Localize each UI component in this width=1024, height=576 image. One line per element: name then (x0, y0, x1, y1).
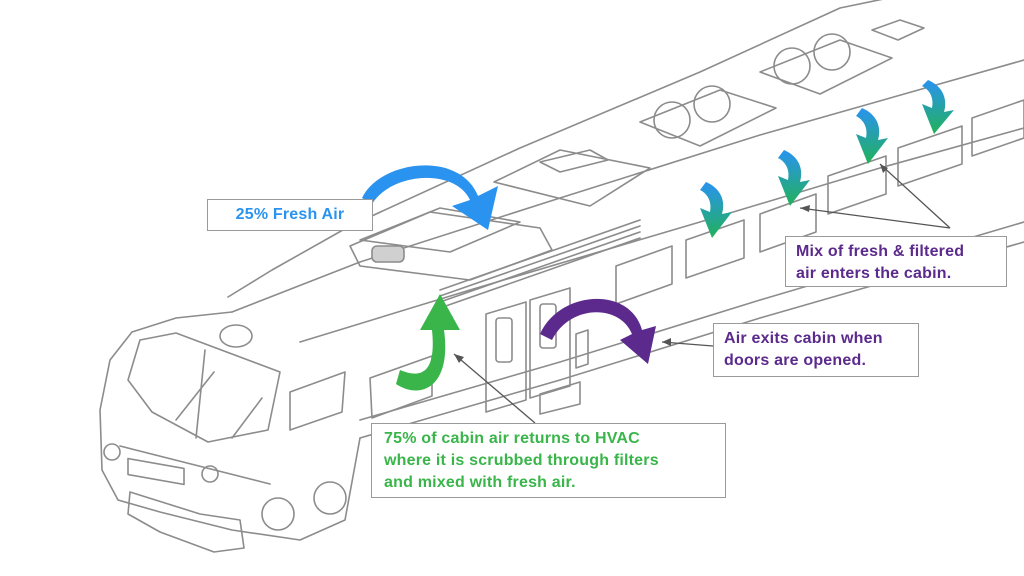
mix-line-1: Mix of fresh & filtered (796, 243, 965, 260)
window-5 (827, 155, 887, 215)
leader-returns-head (454, 354, 464, 363)
wheel-front (313, 481, 347, 515)
door-left-window (495, 317, 513, 363)
side-vent (575, 329, 589, 369)
return-air-curved-arrow-up-icon (396, 294, 460, 391)
mix-callout: Mix of fresh & filtered air enters the c… (785, 236, 1007, 287)
fan-3 (773, 47, 811, 85)
front-grille (127, 457, 185, 486)
cab-side-window (289, 371, 346, 431)
bogie-area (539, 381, 581, 415)
cab-logo (219, 324, 253, 348)
supply-curved-arrow-down-icon-1 (700, 182, 732, 238)
cabin-supply-arrows (700, 80, 954, 238)
supply-curved-arrow-down-icon-2 (778, 150, 810, 206)
roof-vent-top (871, 19, 925, 41)
window-3 (685, 219, 745, 279)
exit-line-1: Air exits cabin when (724, 330, 883, 347)
wiper-right (231, 397, 263, 439)
cab-nose (99, 311, 361, 541)
mix-line-2: air enters the cabin. (796, 265, 952, 282)
exit-callout: Air exits cabin when doors are opened. (713, 323, 919, 377)
fresh-air-label: 25% Fresh Air (235, 206, 345, 223)
window-6 (897, 125, 963, 187)
window-2 (615, 245, 673, 305)
fresh-air-callout: 25% Fresh Air (207, 199, 373, 231)
leader-arrowheads (454, 164, 888, 363)
leader-mix-1-head (800, 205, 810, 212)
hvac-unit-top (359, 207, 521, 253)
roof-panel-vent (539, 149, 609, 173)
cab-headlight-band (119, 445, 271, 485)
body-top-line (299, 127, 1024, 343)
leader-lines (453, 163, 951, 424)
leader-exit-head (662, 338, 671, 346)
returns-line-3: and mixed with fresh air. (384, 474, 576, 491)
wheel-front-2 (261, 497, 295, 531)
condenser-box-1 (639, 89, 777, 147)
returns-line-1: 75% of cabin air returns to HVAC (384, 430, 640, 447)
door-right (529, 287, 571, 399)
intake-grille (371, 245, 405, 263)
door-left (485, 301, 527, 413)
window-1 (369, 355, 433, 419)
front-headlight-left (103, 443, 121, 461)
returns-line-2: where it is scrubbed through filters (384, 452, 659, 469)
window-4 (759, 193, 817, 253)
leader-mix-2-head (880, 164, 888, 173)
fan-1 (653, 101, 691, 139)
coupler-area (127, 491, 245, 553)
roof-panel-mid (493, 149, 651, 207)
window-7 (971, 99, 1024, 157)
leader-mix-1 (799, 207, 951, 229)
windshield (127, 332, 281, 443)
exit-line-2: doors are opened. (724, 352, 867, 369)
exit-air-curved-arrow-down-icon (540, 298, 656, 364)
fresh-air-curved-arrow-down-icon (362, 165, 498, 230)
roof-ridge (227, 0, 883, 298)
wiper-left (175, 371, 215, 421)
windshield-divider (195, 349, 206, 439)
front-headlight-right (201, 465, 219, 483)
leader-mix-2 (879, 163, 951, 229)
roof-fins (439, 219, 641, 309)
condenser-box-2 (759, 39, 893, 95)
returns-callout: 75% of cabin air returns to HVAC where i… (371, 423, 726, 498)
fan-4 (813, 33, 851, 71)
supply-curved-arrow-down-icon-3 (856, 108, 888, 164)
leader-returns (453, 353, 536, 424)
train-line-art (99, 0, 1024, 553)
fan-2 (693, 85, 731, 123)
supply-curved-arrow-down-icon-4 (922, 80, 954, 134)
